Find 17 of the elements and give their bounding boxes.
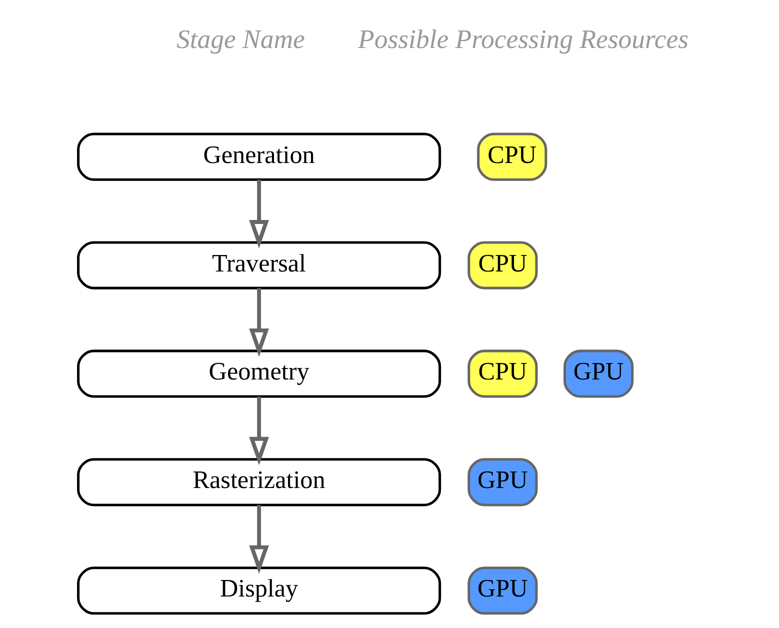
arrow [249,505,269,574]
node-box: GPU [564,350,634,398]
node-box: Traversal [77,241,442,290]
node-box: GPU [468,566,538,615]
node-box: CPU [477,132,548,181]
label: Stage Name [176,24,305,54]
arrow [249,288,269,357]
label: Possible Processing Resources [358,24,689,54]
node-box: Generation [77,132,442,181]
node-box: Rasterization [77,458,442,506]
arrow [249,396,269,466]
node-box: GPU [468,458,538,506]
arrow [249,180,269,248]
node-box: CPU [468,241,538,290]
node-box: Geometry [77,350,442,398]
node-box: Display [77,566,442,615]
node-box: CPU [468,350,538,398]
